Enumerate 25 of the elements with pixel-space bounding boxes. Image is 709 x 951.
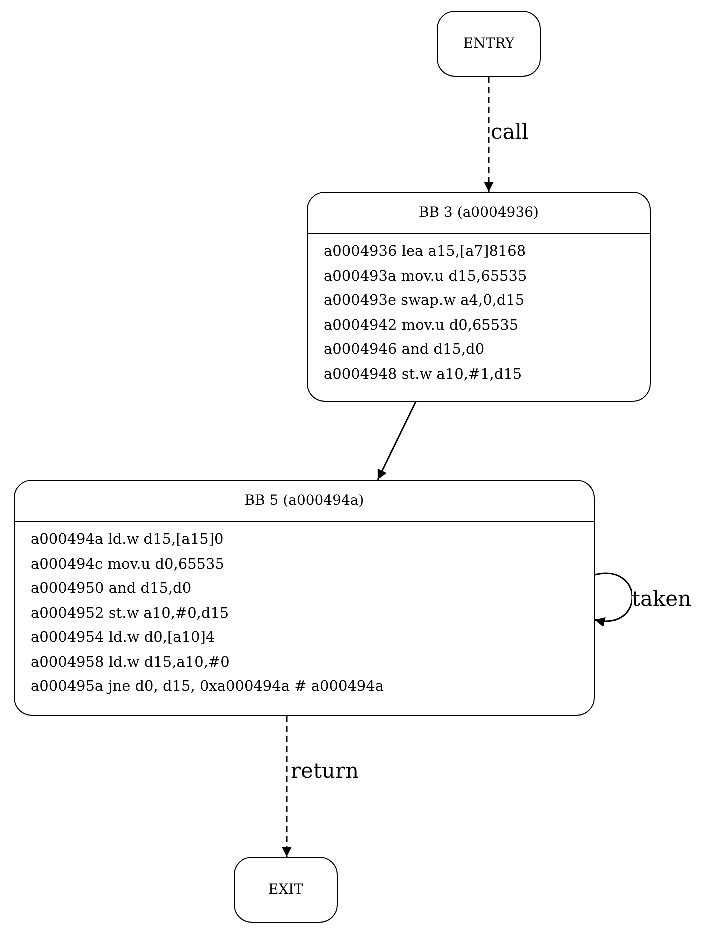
basic-block-box bbox=[307, 192, 651, 402]
instruction-line: a0004954 ld.w d0,[a10]4 bbox=[31, 629, 216, 648]
instruction-line: a0004952 st.w a10,#0,d15 bbox=[31, 604, 230, 624]
node-label: EXIT bbox=[268, 882, 304, 898]
instruction-line: a000494c mov.u d0,65535 bbox=[31, 556, 226, 574]
block-heading: BB 3 (a0004936) bbox=[308, 193, 650, 234]
arrow bbox=[282, 716, 292, 857]
instruction-line: a000494a ld.w d15,[a15]0 bbox=[31, 531, 225, 550]
instruction-line: a0004936 lea a15,[a7]8168 bbox=[324, 243, 528, 262]
arrow bbox=[484, 77, 494, 192]
instruction-line: a0004942 mov.u d0,65535 bbox=[324, 316, 520, 336]
instruction-line: a0004958 ld.w d15,a10,#0 bbox=[31, 654, 231, 672]
instruction-line: a0004946 and d15,d0 bbox=[324, 341, 486, 360]
instruction-line: a000495a jne d0, d15, 0xa000494a # a000494a bbox=[31, 678, 386, 697]
instruction-line: a000493a mov.u d15,65535 bbox=[324, 268, 528, 286]
block-heading: BB 5 (a000494a) bbox=[15, 481, 594, 522]
arrow bbox=[377, 402, 417, 480]
instruction-line: a0004948 st.w a10,#1,d15 bbox=[324, 366, 524, 384]
instruction-line: a000493e swap.w a4,0,d15 bbox=[324, 292, 526, 311]
arrow bbox=[594, 572, 634, 626]
node-label: ENTRY bbox=[463, 36, 515, 52]
instruction-line: a0004950 and d15,d0 bbox=[31, 580, 193, 599]
terminal-box bbox=[437, 11, 541, 77]
terminal-box bbox=[234, 857, 338, 923]
basic-block-box bbox=[14, 480, 595, 716]
